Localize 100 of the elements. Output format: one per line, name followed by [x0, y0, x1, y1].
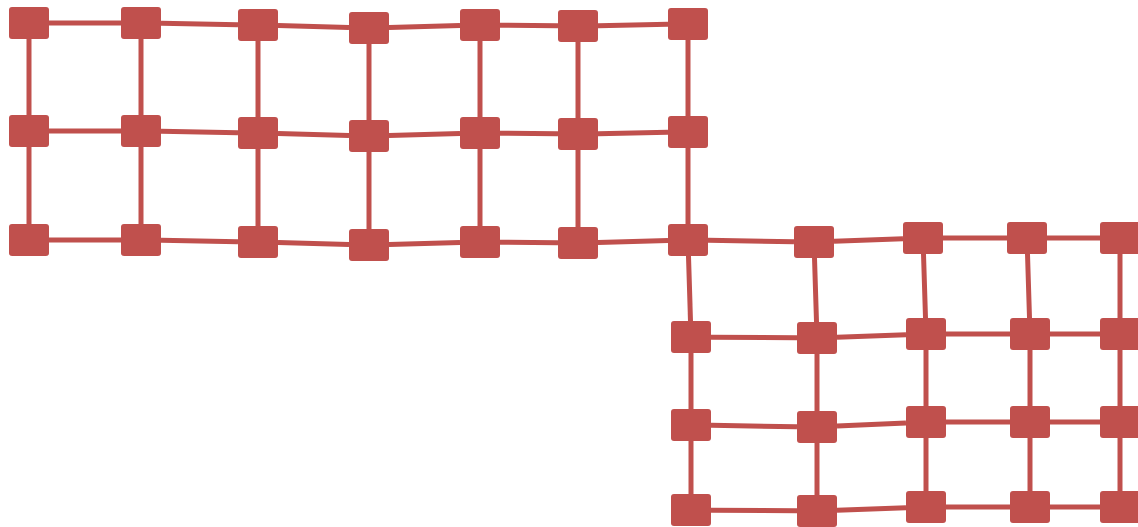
connector-line [923, 350, 929, 406]
connector-line [366, 44, 372, 120]
node-square [906, 491, 946, 523]
connector-line [1027, 438, 1033, 491]
connector-line [597, 21, 669, 29]
connector-line [685, 40, 691, 116]
connector-line [49, 20, 121, 26]
connector-line [1050, 331, 1100, 337]
node-square [9, 224, 49, 256]
connector-line [477, 149, 483, 226]
connector-line [575, 150, 581, 227]
connector-line [277, 23, 350, 30]
connector-line [836, 332, 907, 340]
connector-line [138, 39, 144, 115]
node-square [1100, 491, 1138, 523]
connector-line [710, 422, 798, 430]
connector-line [1050, 504, 1100, 510]
connector-line [943, 235, 1007, 241]
node-square [794, 226, 834, 258]
node-square [558, 227, 598, 259]
node-square [903, 222, 943, 254]
connector-line [499, 130, 559, 137]
node-square [1010, 406, 1050, 438]
connector-line [686, 255, 693, 322]
connector-line [685, 148, 691, 224]
connector-line [1025, 253, 1032, 319]
node-square [1100, 222, 1138, 254]
connector-line [836, 505, 907, 513]
connector-line [49, 237, 121, 243]
connector-line [160, 237, 239, 245]
connector-line [597, 129, 669, 137]
connector-line [575, 42, 581, 118]
node-square [1007, 222, 1047, 254]
connector-line [499, 22, 559, 29]
node-square [9, 7, 49, 39]
connector-line [1117, 350, 1123, 406]
connector-line [26, 39, 32, 115]
connector-line [812, 257, 819, 323]
node-square [1010, 491, 1050, 523]
connector-line [388, 131, 461, 138]
node-square [671, 494, 711, 526]
node-square [558, 118, 598, 150]
connector-line [1117, 254, 1123, 318]
connector-line [707, 237, 795, 245]
node-square [9, 115, 49, 147]
connector-line [388, 240, 461, 247]
node-square [349, 12, 389, 44]
connector-line [255, 149, 261, 226]
node-square [1100, 318, 1138, 350]
connector-line [138, 147, 144, 224]
node-square [238, 226, 278, 258]
node-square [238, 9, 278, 41]
connector-line [836, 420, 907, 429]
node-square [121, 7, 161, 39]
connector-line [711, 507, 797, 514]
node-square [797, 411, 837, 443]
connector-line [688, 353, 694, 409]
connector-line [255, 41, 261, 117]
node-square [558, 10, 598, 42]
connector-line [1117, 438, 1123, 491]
connector-line [711, 334, 797, 341]
node-square [349, 120, 389, 152]
node-square [671, 321, 711, 353]
connector-line [49, 128, 121, 134]
node-square [460, 117, 500, 149]
connector-line [499, 239, 559, 246]
connector-line [688, 441, 694, 494]
node-square [668, 8, 708, 40]
connector-line [946, 331, 1010, 337]
node-square [797, 322, 837, 354]
connector-line [160, 128, 239, 136]
connector-line [1027, 350, 1033, 406]
connector-line [946, 419, 1010, 425]
node-square [668, 116, 708, 148]
node-square [121, 115, 161, 147]
connector-line [388, 23, 461, 30]
connector-line [26, 147, 32, 224]
node-square [906, 318, 946, 350]
node-square [349, 229, 389, 261]
connector-line [366, 152, 372, 229]
connector-line [277, 240, 350, 247]
node-square [460, 9, 500, 41]
node-square [668, 224, 708, 256]
connector-line [833, 236, 904, 244]
connector-line [277, 131, 350, 138]
node-square [1100, 406, 1138, 438]
connector-line [597, 238, 669, 245]
node-square [238, 117, 278, 149]
node-square [460, 226, 500, 258]
connector-line [477, 41, 483, 117]
connector-line [160, 20, 239, 28]
connector-line [923, 438, 929, 491]
connector-line [921, 253, 928, 319]
connector-line [814, 354, 820, 411]
node-square [906, 406, 946, 438]
node-square [797, 495, 837, 527]
node-square [1010, 318, 1050, 350]
connector-line [946, 504, 1010, 510]
node-square [671, 409, 711, 441]
connector-line [1047, 235, 1100, 241]
